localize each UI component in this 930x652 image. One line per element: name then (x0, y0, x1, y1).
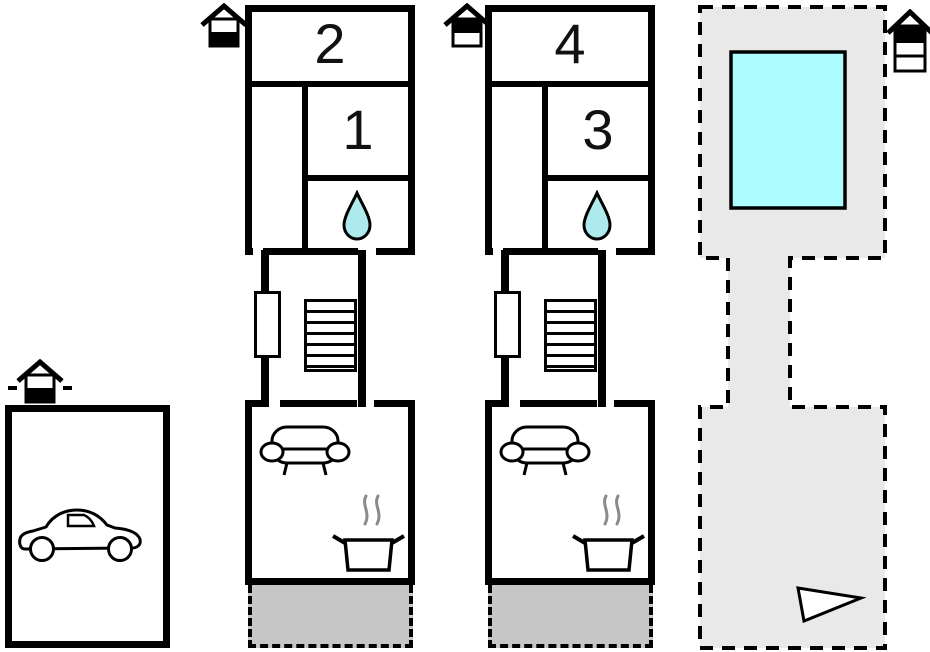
terrace (248, 585, 413, 648)
car-icon (18, 508, 142, 562)
garage (5, 405, 170, 648)
terrace (488, 585, 653, 648)
right-unit-upper (485, 5, 655, 255)
room-label: 4 (554, 12, 586, 75)
interior-wall (252, 81, 408, 87)
room-label: 3 (582, 98, 614, 161)
interior-wall (548, 175, 648, 181)
room-label: 2 (314, 12, 346, 75)
interior-wall (302, 87, 308, 248)
sofa-icon (499, 425, 591, 476)
interior-wall (542, 87, 548, 248)
stairs-icon (544, 299, 597, 372)
house-icon-ground-floor (200, 3, 248, 48)
corridor-wall (358, 250, 366, 407)
door-gap (253, 246, 263, 257)
house-icon-outdoor-ground (8, 359, 72, 404)
corridor-wall (598, 250, 606, 407)
door-gap (507, 398, 520, 409)
door-gap (267, 398, 280, 409)
stairs-icon (304, 299, 357, 372)
stove-icon (331, 494, 406, 572)
window-door (254, 291, 281, 358)
sofa-icon (259, 425, 351, 476)
room-label: 1 (342, 98, 374, 161)
swimming-pool (729, 50, 847, 210)
interior-wall (308, 175, 408, 181)
interior-wall (492, 81, 648, 87)
window-door (494, 291, 521, 358)
door-gap (598, 246, 616, 256)
house-icon-top-floor (886, 9, 930, 73)
water-droplet-icon (582, 190, 612, 241)
door-gap (493, 246, 503, 257)
stove-icon (571, 494, 646, 572)
triangle-marker (796, 586, 867, 624)
left-unit-upper (245, 5, 415, 255)
door-gap (358, 246, 376, 256)
house-icon-upper-floor (443, 3, 491, 48)
water-droplet-icon (342, 190, 372, 241)
pool-area (698, 5, 887, 650)
